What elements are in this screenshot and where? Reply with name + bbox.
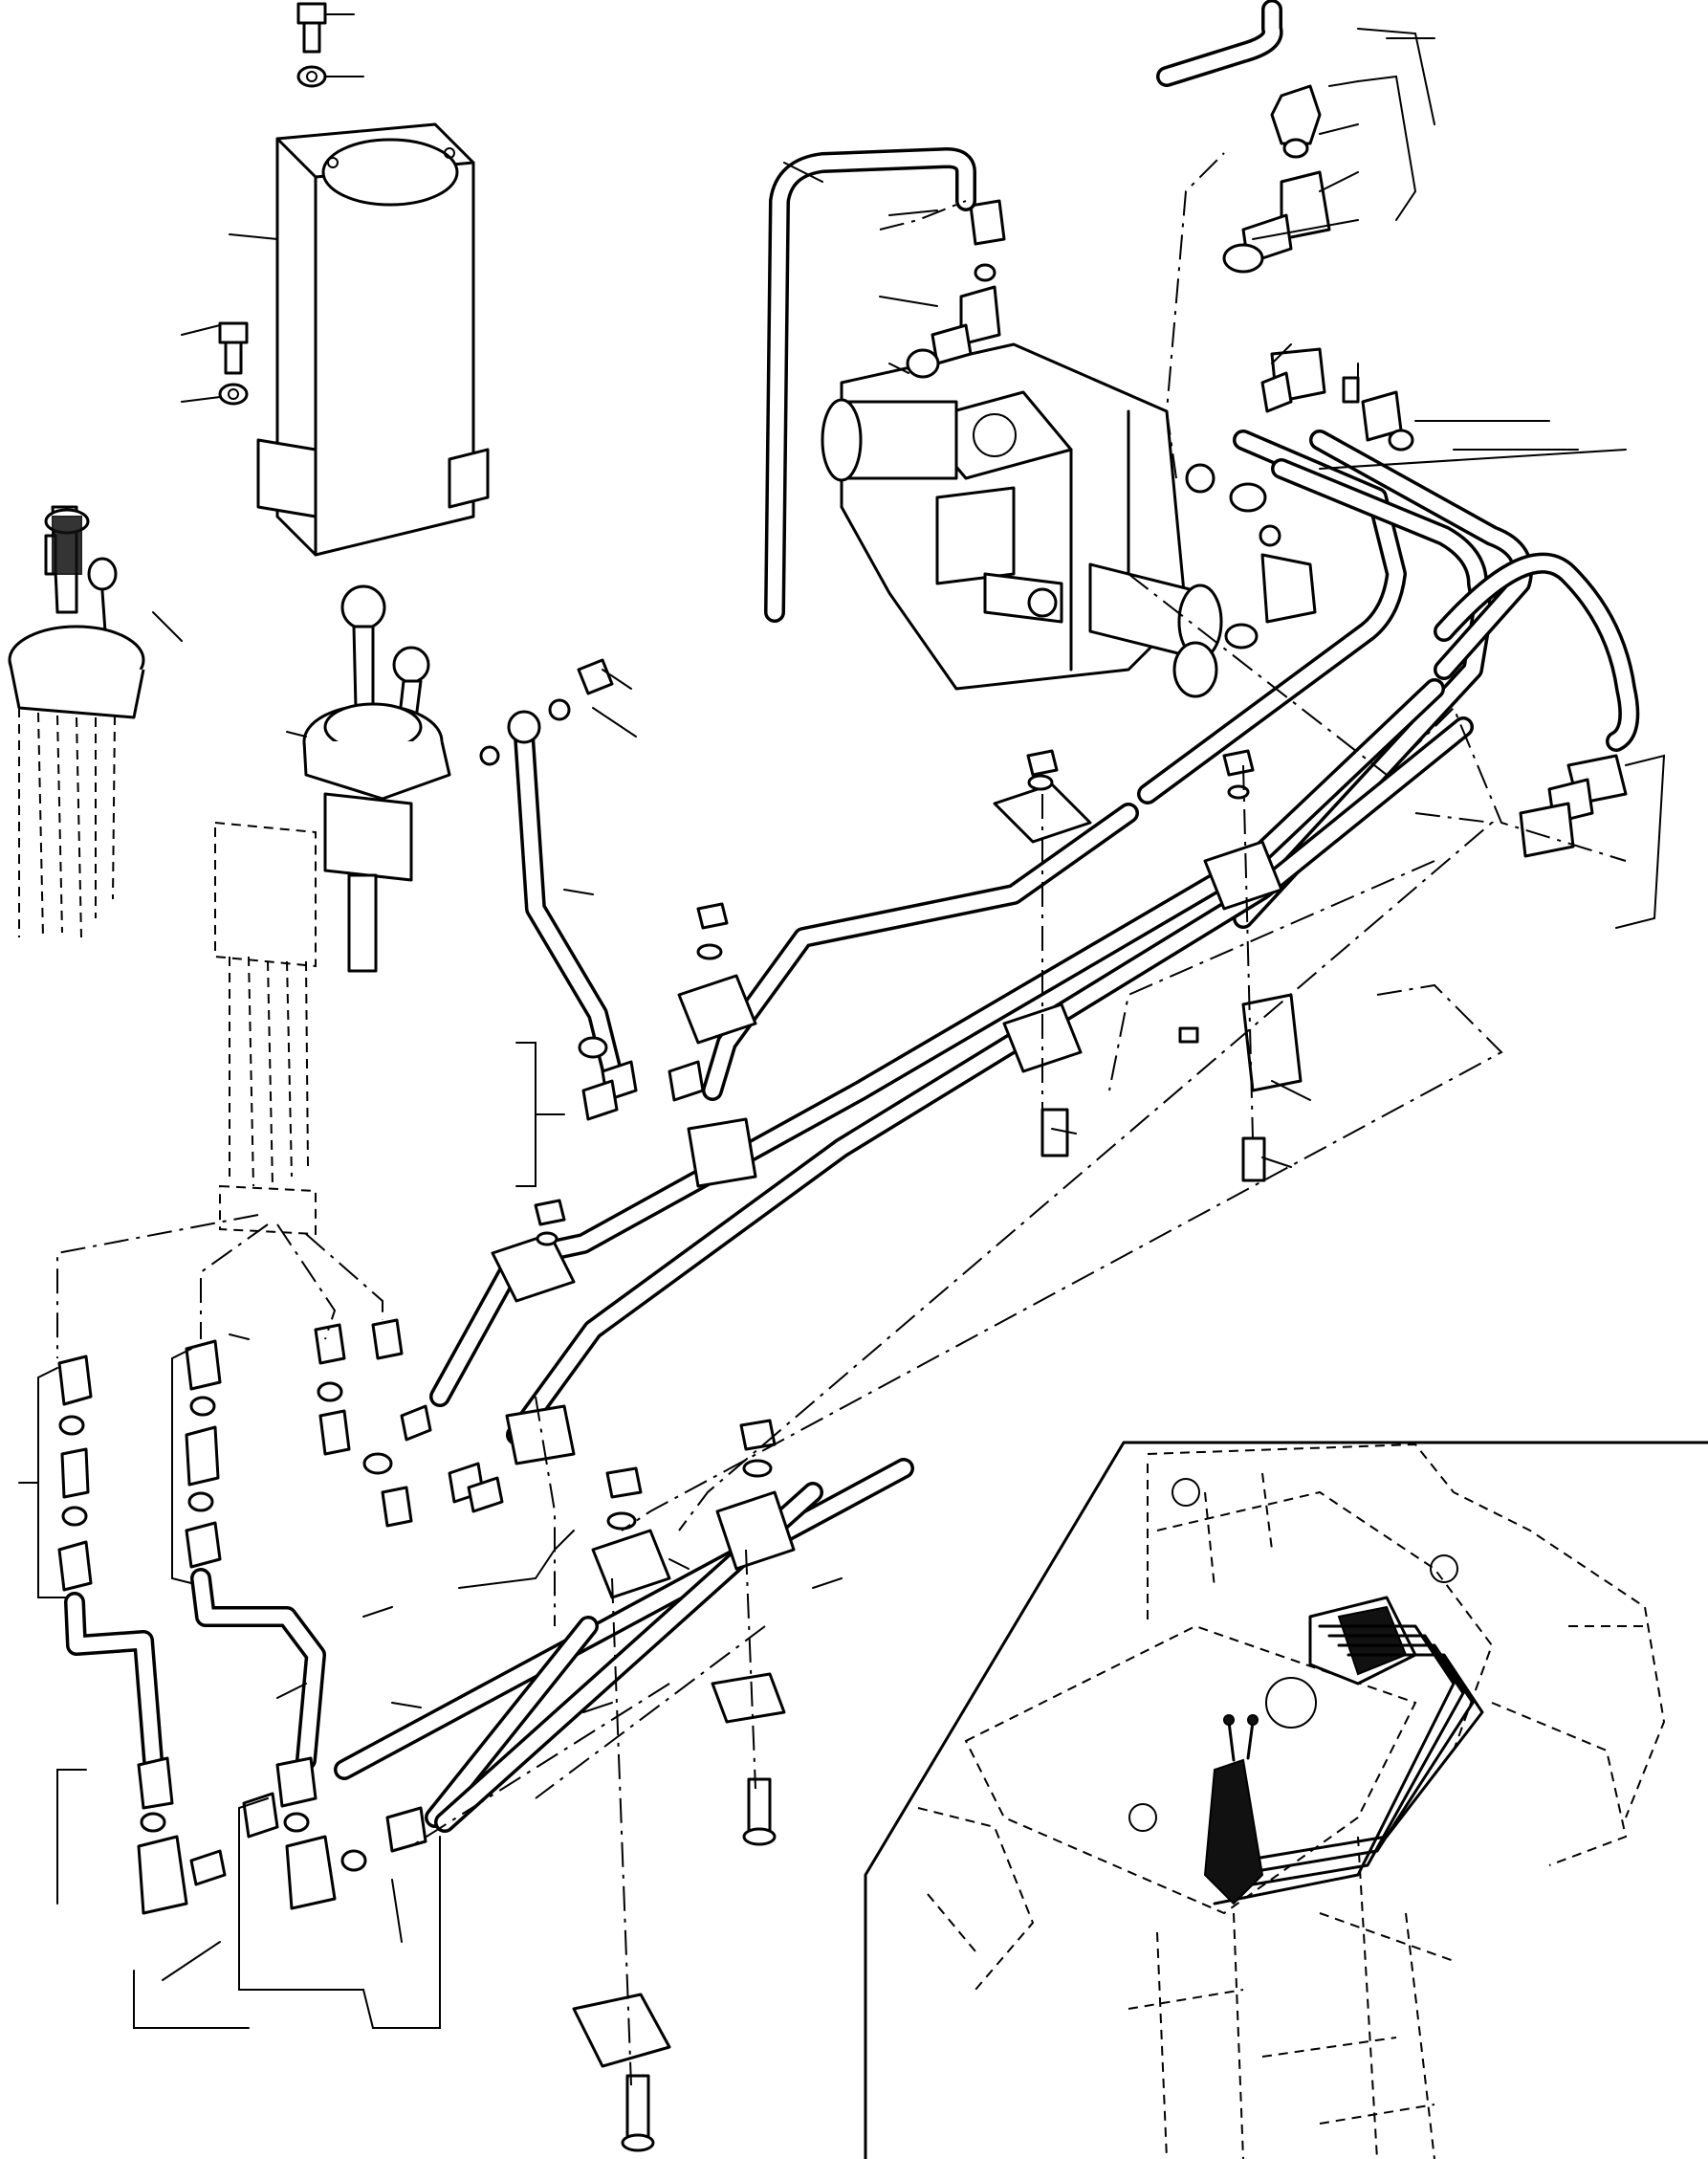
linkage-rod [479, 658, 623, 1082]
assembly-centerlines [56, 152, 1627, 2086]
joystick-left [8, 505, 145, 938]
fitting-stack-middle [314, 1036, 705, 1528]
fittings-top-right [906, 84, 1628, 858]
location-inset [864, 1441, 1708, 2159]
bolts-and-nuts [534, 749, 1266, 2152]
control-valve-body-dashed [214, 821, 317, 1236]
fitting-stack-center [185, 1339, 427, 1910]
pipe-clamp-brackets [491, 782, 1303, 2068]
leader-lines [18, 13, 1666, 2029]
joystick-right [302, 584, 451, 973]
control-console-cover [256, 122, 490, 557]
main-control-valve [821, 342, 1223, 698]
cover-bolt-side [218, 321, 249, 406]
valve-pipes-top [764, 0, 1640, 929]
fitting-stack-left [57, 1355, 227, 1915]
cover-bolt-top [296, 2, 327, 88]
main-hydraulic-lines [334, 678, 1474, 1833]
